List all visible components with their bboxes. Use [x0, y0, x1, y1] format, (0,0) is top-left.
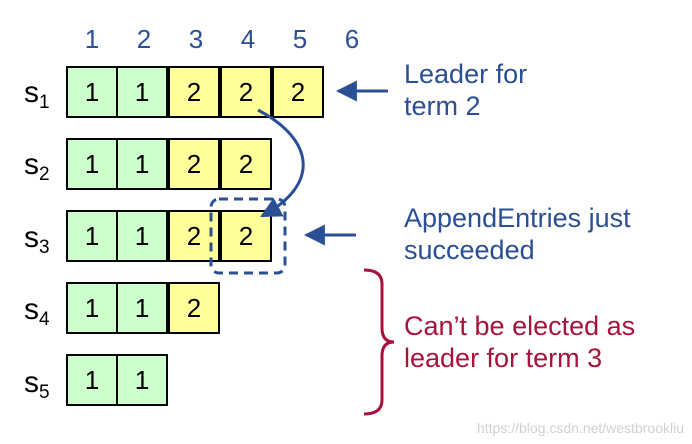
server-label-s2: s2 [24, 148, 50, 185]
append-annotation: AppendEntries just succeeded [404, 203, 631, 265]
column-index-2: 2 [136, 24, 152, 54]
server-label-s1: s1 [24, 76, 50, 113]
column-index-6: 6 [344, 24, 360, 54]
log-entry: 1 [116, 138, 168, 190]
log-entry: 1 [66, 66, 118, 118]
column-index-3: 3 [188, 24, 204, 54]
server-label-s4: s4 [24, 293, 50, 330]
log-entry: 1 [116, 354, 168, 406]
server-label-s5: s5 [24, 366, 50, 403]
log-entry: 1 [66, 282, 118, 334]
column-index-5: 5 [292, 24, 308, 54]
log-entry: 1 [116, 282, 168, 334]
log-entry: 2 [220, 138, 272, 190]
log-entry: 1 [116, 66, 168, 118]
curly-brace [363, 268, 395, 416]
log-entry: 2 [168, 282, 220, 334]
log-entry: 2 [168, 138, 220, 190]
log-entry: 2 [272, 66, 324, 118]
log-entry: 1 [66, 210, 118, 262]
log-entry: 2 [168, 210, 220, 262]
log-entry: 2 [220, 210, 272, 262]
column-index-4: 4 [240, 24, 256, 54]
log-entry: 2 [220, 66, 272, 118]
column-index-1: 1 [84, 24, 100, 54]
server-label-s3: s3 [24, 221, 50, 258]
watermark: https://blog.csdn.net/westbrookliu [476, 420, 684, 436]
log-entry: 1 [66, 354, 118, 406]
leader-annotation: Leader for term 2 [404, 59, 528, 121]
elected-annotation: Can’t be elected as leader for term 3 [404, 311, 636, 373]
log-entry: 1 [116, 210, 168, 262]
log-entry: 2 [168, 66, 220, 118]
log-entry: 1 [66, 138, 118, 190]
